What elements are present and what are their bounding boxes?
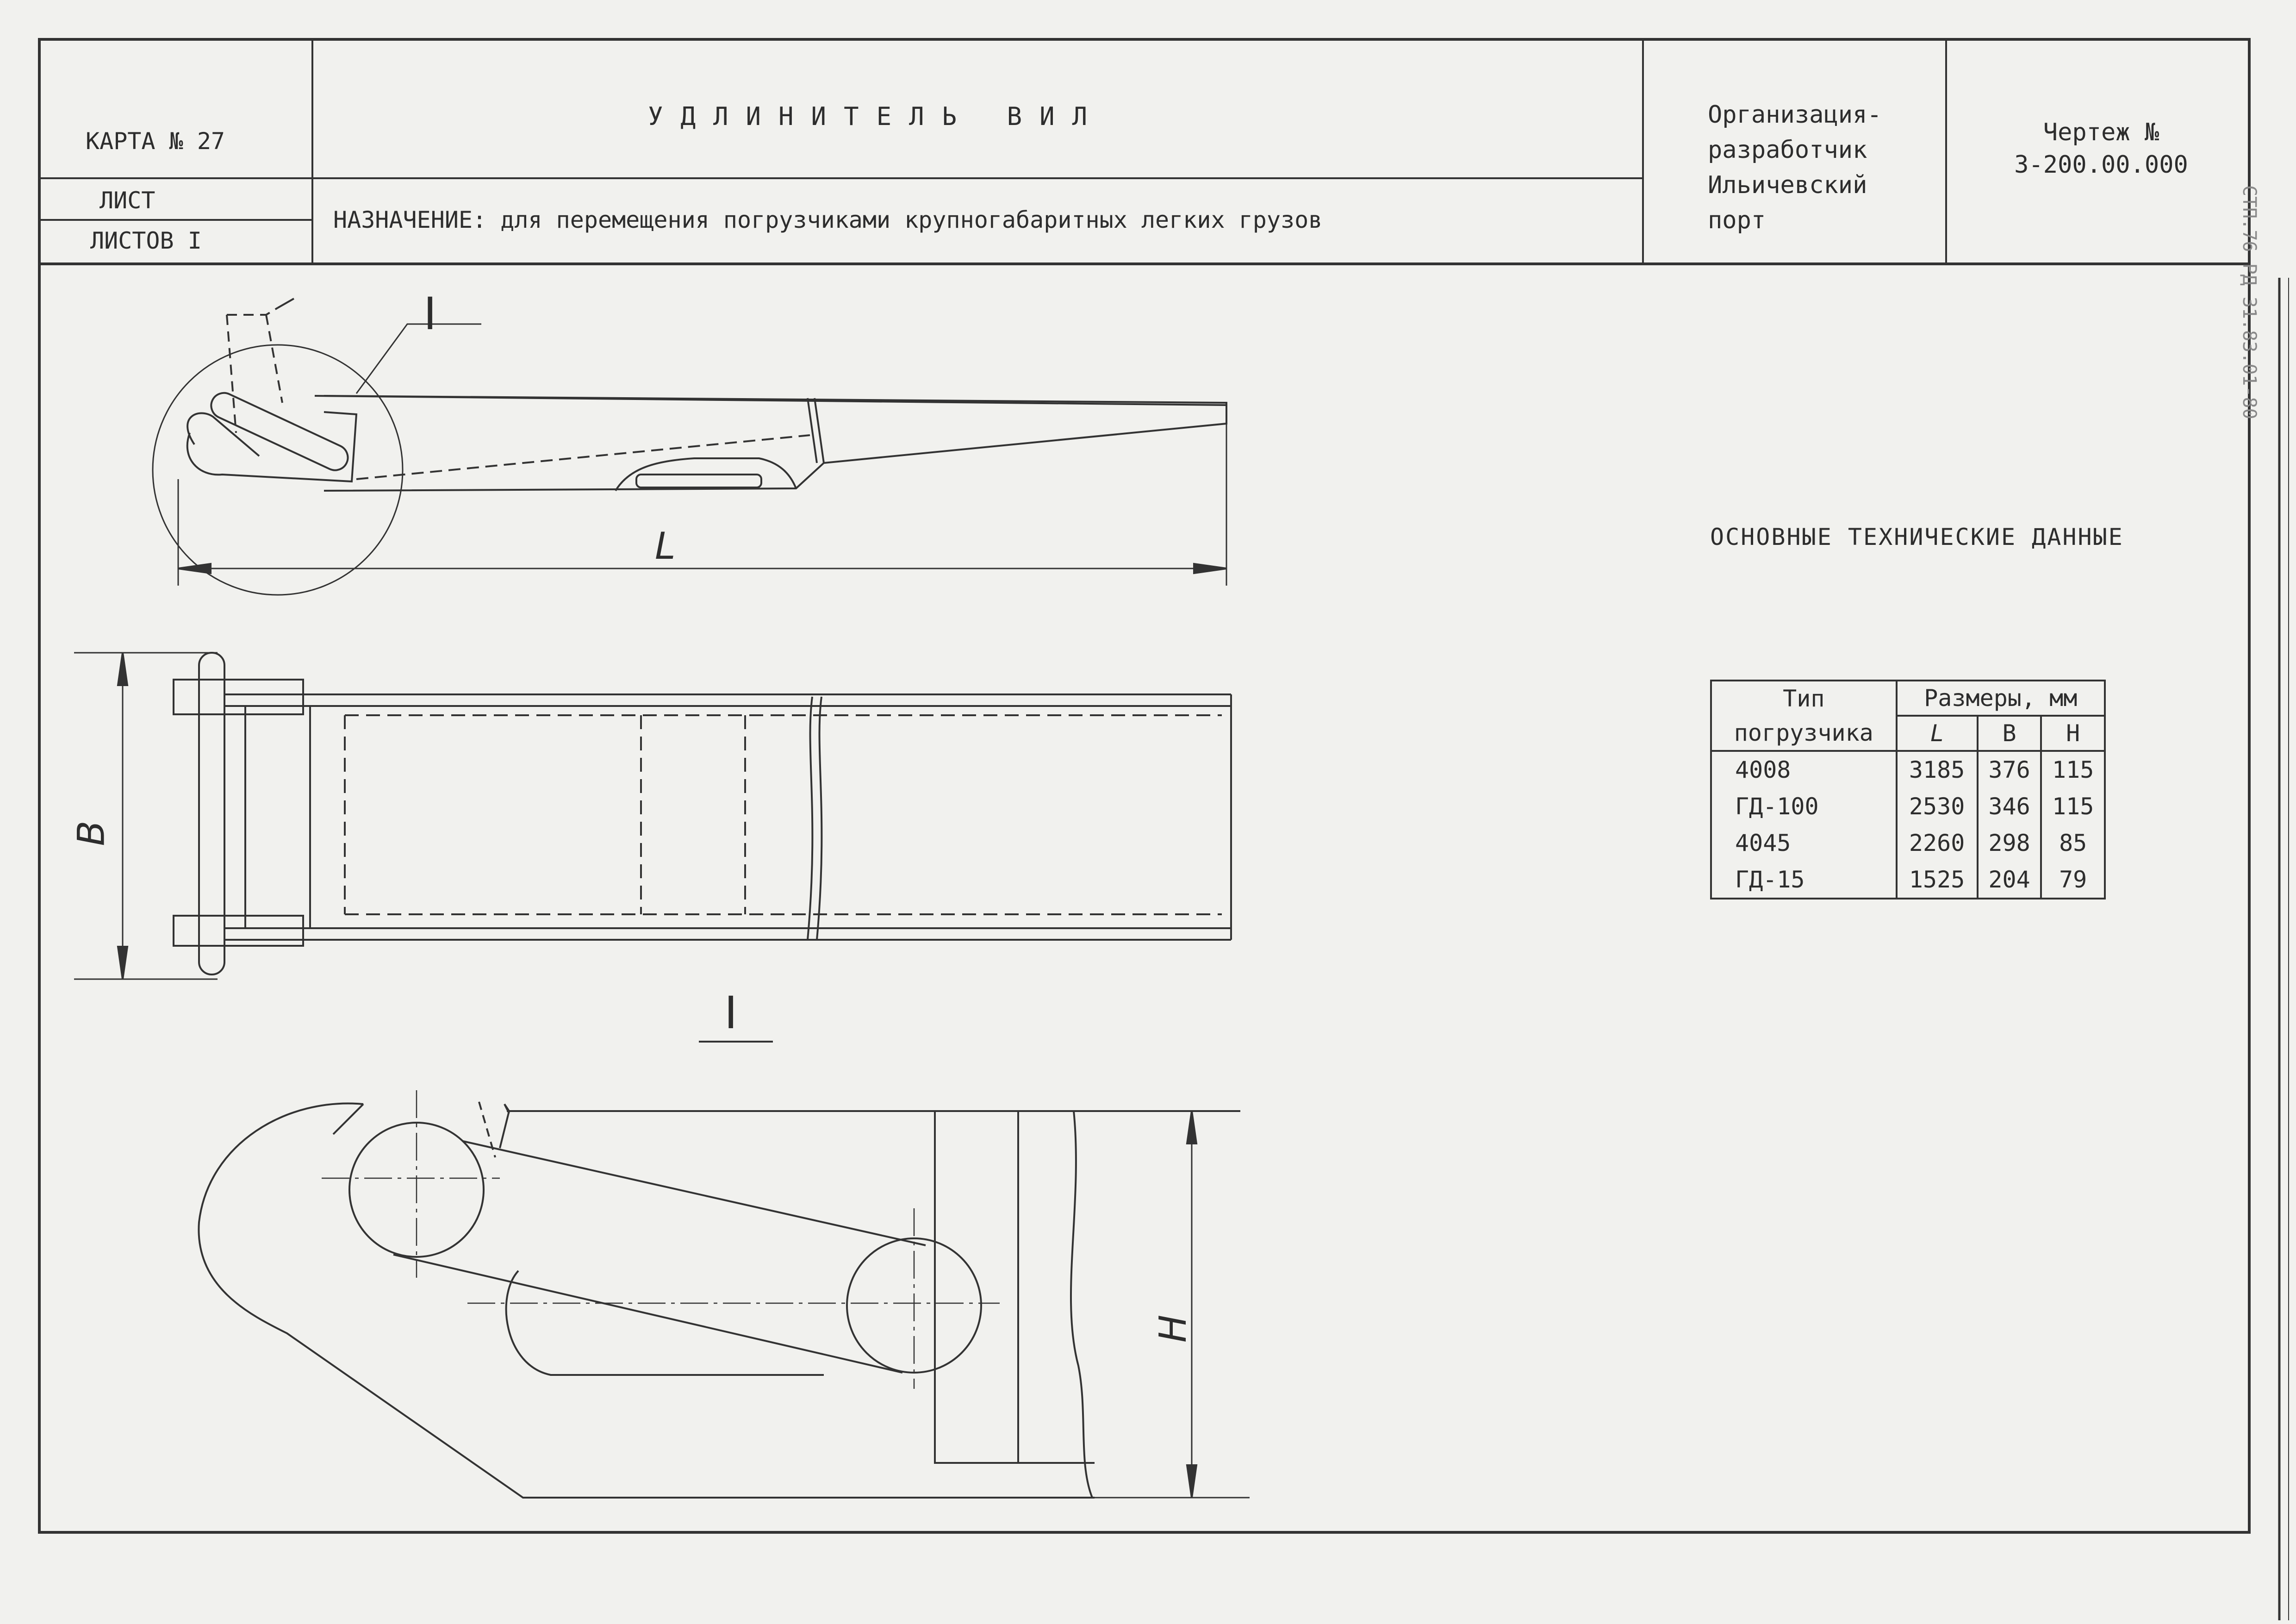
- size-h: 79: [2040, 861, 2106, 899]
- col-type-header: Тип: [1710, 680, 1898, 716]
- size-b: 204: [1976, 861, 2042, 899]
- specs-heading: ОСНОВНЫЕ ТЕХНИЧЕСКИЕ ДАННЫЕ: [1710, 524, 2124, 550]
- size-h: 115: [2040, 788, 2106, 825]
- col-type-header-line2: погрузчика: [1710, 716, 1898, 752]
- drawing-number-label: Чертеж №: [2043, 119, 2159, 146]
- size-l: 3185: [1895, 751, 1979, 788]
- size-l: 2530: [1895, 788, 1979, 825]
- col-h-header: H: [2040, 715, 2106, 752]
- standard-code: СТП.76 РД 31.83.01-80: [2239, 185, 2260, 419]
- table-row: 4008 3185 376 115: [1710, 751, 2106, 788]
- size-b: 346: [1976, 788, 2042, 825]
- loader-type: ГД-100: [1710, 788, 1898, 825]
- col-sizes-header: Размеры, мм: [1895, 680, 2106, 717]
- table-row: ГД-100 2530 346 115: [1710, 788, 2106, 825]
- specs-table: Тип Размеры, мм погрузчика L B H 4008 31…: [1710, 680, 2106, 899]
- size-h: 85: [2040, 824, 2106, 862]
- loader-type: ГД-15: [1710, 861, 1898, 899]
- developer-organization: Организация-разработчик Ильичевский порт: [1708, 101, 1882, 234]
- dimension-b-label: B: [69, 820, 113, 846]
- col-b-header: B: [1976, 715, 2042, 752]
- size-l: 2260: [1895, 824, 1979, 862]
- detail-view: [199, 1090, 1250, 1498]
- drawing-number: 3-200.00.000: [2014, 151, 2188, 179]
- dimension-h-label: H: [1151, 1314, 1195, 1343]
- plan-view: [74, 653, 1231, 979]
- table-header-row: Тип Размеры, мм: [1710, 680, 2106, 717]
- outer-frame: [39, 39, 2249, 1532]
- sheets-count-label: ЛИСТОВ I: [90, 227, 202, 254]
- size-b: 298: [1976, 824, 2042, 862]
- drawing-title: УДЛИНИТЕЛЬ ВИЛ: [648, 102, 1105, 131]
- table-row: 4045 2260 298 85: [1710, 824, 2106, 862]
- size-l: 1525: [1895, 861, 1979, 899]
- callout-label: I: [423, 288, 437, 340]
- card-number-label: КАРТА № 27: [86, 128, 225, 155]
- sheet-label: ЛИСТ: [100, 187, 156, 214]
- loader-type: 4008: [1710, 751, 1898, 788]
- size-h: 115: [2040, 751, 2106, 788]
- dimension-l-label: L: [655, 525, 676, 568]
- loader-type: 4045: [1710, 824, 1898, 862]
- purpose-text: НАЗНАЧЕНИЕ: для перемещения погрузчиками…: [333, 206, 1323, 233]
- size-b: 376: [1976, 751, 2042, 788]
- detail-view-label: I: [724, 987, 738, 1039]
- table-header-row: погрузчика L B H: [1710, 715, 2106, 752]
- side-view: [153, 299, 1226, 595]
- table-row: ГД-15 1525 204 79: [1710, 861, 2106, 899]
- col-l-header: L: [1895, 715, 1979, 752]
